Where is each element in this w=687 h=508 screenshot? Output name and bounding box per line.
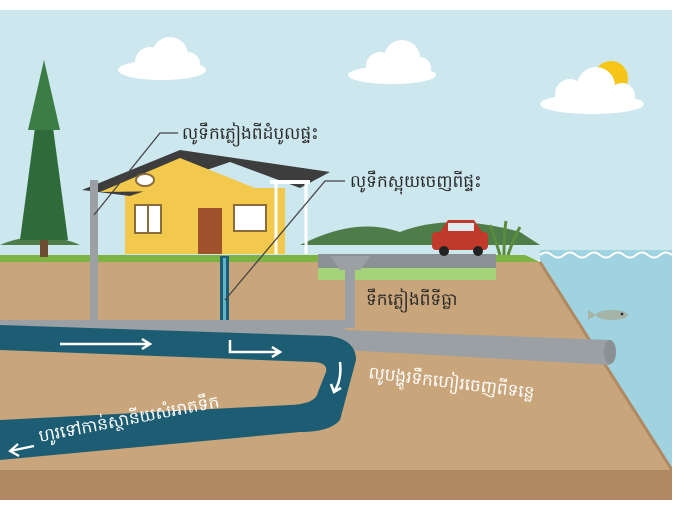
- tree-icon: [20, 60, 68, 257]
- fish-icon: [588, 310, 628, 320]
- leader-lines: [93, 132, 345, 301]
- catch-basin: [330, 256, 370, 270]
- soil-lower: [0, 470, 672, 500]
- house-icon: [82, 150, 330, 254]
- label-house-sewer: លូទឹកស្អុយចេញពីផ្ទះ: [350, 170, 482, 195]
- downspout-pipe: [90, 180, 98, 322]
- arrow-icon: [60, 337, 342, 394]
- cloud-icon: [348, 40, 436, 84]
- sewer-teal-pipe: [0, 325, 356, 460]
- cloud-icon: [540, 67, 644, 114]
- reeds: [488, 220, 522, 256]
- cloud-icon: [118, 37, 206, 80]
- car-icon: [432, 220, 488, 256]
- sky: [0, 10, 672, 260]
- arrow-icon: [8, 443, 35, 457]
- label-roof-downspout: លូទឹកភ្លៀងពីដំបូលផ្ទះ: [182, 122, 319, 147]
- label-street-drain: ទឹកភ្លៀងពីទីធ្លា: [366, 288, 457, 313]
